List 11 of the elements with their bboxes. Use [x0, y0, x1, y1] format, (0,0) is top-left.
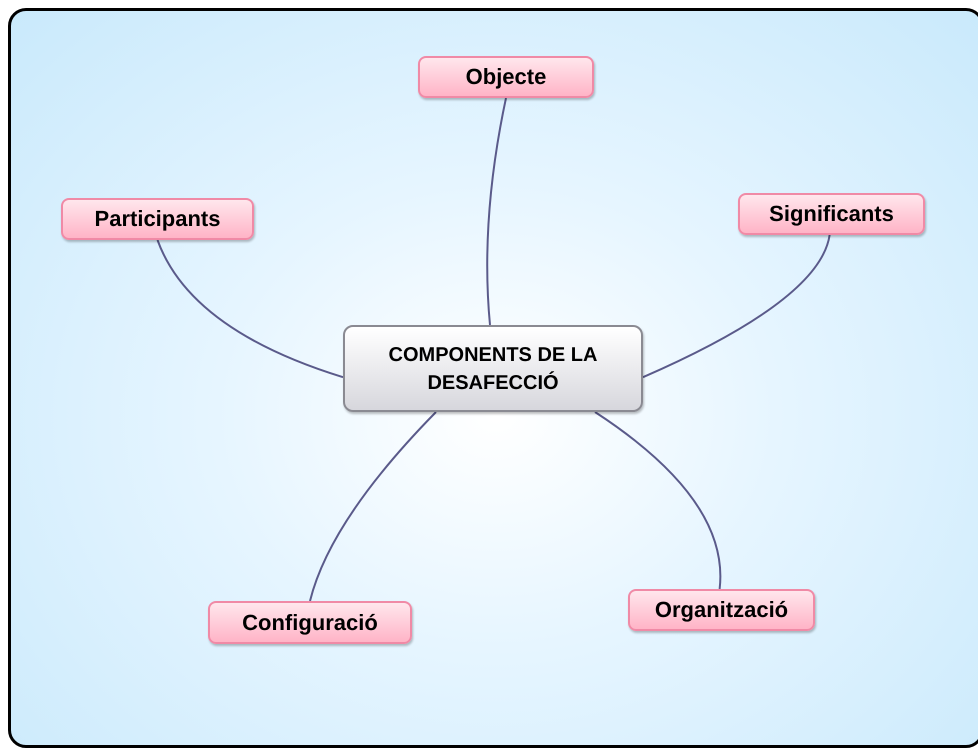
connector-line: [486, 98, 507, 326]
topic-box: Participants: [61, 198, 254, 240]
topic-box: Configuració: [208, 601, 412, 644]
connector-line: [156, 240, 344, 378]
central-topic-box: COMPONENTS DE LA DESAFECCIÓ: [343, 325, 643, 412]
topic-box: Significants: [738, 193, 925, 235]
connector-line: [309, 411, 437, 602]
topic-box: Organització: [628, 589, 815, 631]
topic-box: Objecte: [418, 56, 594, 98]
connector-line: [642, 234, 831, 378]
connector-line: [594, 411, 722, 590]
